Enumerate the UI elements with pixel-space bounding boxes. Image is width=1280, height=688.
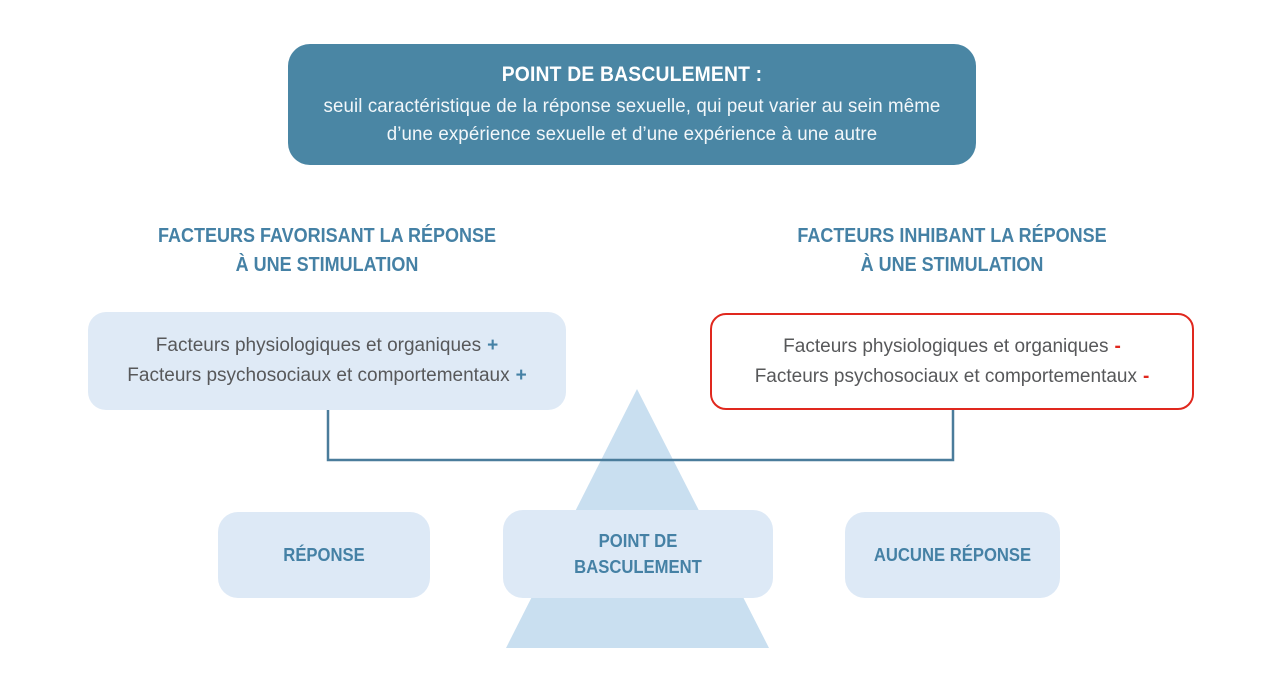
factor-text: Facteurs physiologiques et organiques [155,335,482,356]
factor-text: Facteurs physiologiques et organiques [783,335,1109,357]
tipping-point-box: POINT DE BASCULEMENT [503,510,773,598]
plus-sign-icon: + [515,365,527,386]
tipping-point-label-line1: POINT DE [598,530,678,551]
minus-sign-icon: - [1114,335,1121,357]
inhibiting-factors-header: FACTEURS INHIBANT LA RÉPONSE À UNE STIMU… [734,222,1170,280]
facilitating-factor-physiological: Facteurs physiologiques et organiques+ [88,331,566,361]
inhibiting-factors-header-line2: À UNE STIMULATION [860,254,1044,276]
no-response-label: AUCUNE RÉPONSE [873,544,1032,565]
factor-text: Facteurs psychosociaux et comportementau… [127,365,510,386]
facilitating-factors-box: Facteurs physiologiques et organiques+ F… [88,312,566,410]
inhibiting-factors-box: Facteurs physiologiques et organiques- F… [710,313,1194,410]
banner-description-line2: d’une expérience sexuelle et d’une expér… [386,123,878,145]
banner-description-line1: seuil caractéristique de la réponse sexu… [323,95,941,117]
facilitating-factors-header: FACTEURS FAVORISANT LA RÉPONSE À UNE STI… [112,222,542,280]
tipping-point-banner: POINT DE BASCULEMENT : seuil caractérist… [288,44,976,165]
facilitating-factor-psychosocial: Facteurs psychosociaux et comportementau… [88,361,566,391]
response-label: RÉPONSE [283,544,365,565]
balance-beam-line [326,410,955,462]
response-box: RÉPONSE [218,512,430,598]
plus-sign-icon: + [487,335,499,356]
minus-sign-icon: - [1142,365,1150,387]
no-response-box: AUCUNE RÉPONSE [845,512,1060,598]
tipping-point-label-line2: BASCULEMENT [574,556,702,577]
inhibiting-factor-physiological: Facteurs physiologiques et organiques- [712,332,1192,362]
facilitating-factors-header-line2: À UNE STIMULATION [235,254,419,276]
facilitating-factors-header-line1: FACTEURS FAVORISANT LA RÉPONSE [157,225,497,247]
inhibiting-factor-psychosocial: Facteurs psychosociaux et comportementau… [712,362,1192,392]
banner-title: POINT DE BASCULEMENT : [501,63,763,86]
factor-text: Facteurs psychosociaux et comportementau… [754,365,1137,387]
inhibiting-factors-header-line1: FACTEURS INHIBANT LA RÉPONSE [797,225,1107,247]
